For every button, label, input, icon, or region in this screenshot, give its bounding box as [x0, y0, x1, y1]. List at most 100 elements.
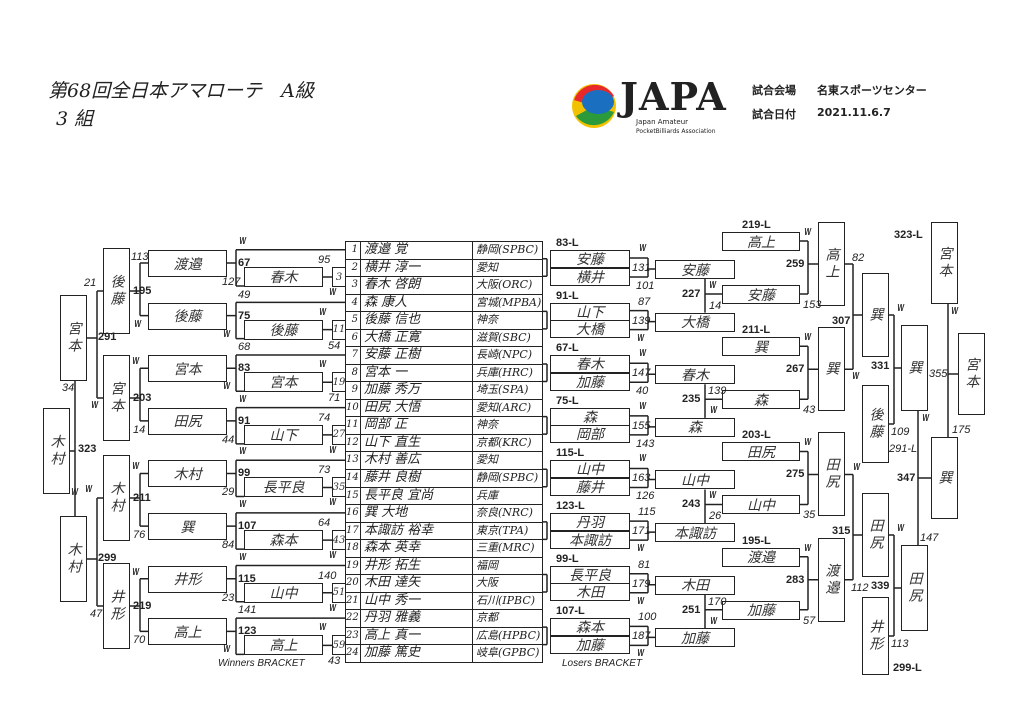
player-name: 岡部 正	[360, 416, 473, 435]
score-label: W	[223, 644, 231, 656]
logo-sub2: PocketBilliards Association	[636, 128, 716, 135]
score-label: W	[132, 566, 140, 578]
player-name: 横井 淳一	[360, 258, 473, 278]
match-number: 291	[98, 331, 117, 343]
player-name: 山中 秀一	[360, 591, 473, 611]
player-affiliation: 愛知	[472, 258, 543, 278]
match-number-box: 59	[332, 635, 346, 656]
loser-entry-box: 山中	[550, 460, 630, 479]
drop-header: 107-L	[556, 605, 585, 618]
match-number-box: 19	[332, 372, 346, 393]
score-label: 43	[328, 655, 341, 668]
score-label: 175	[952, 424, 971, 436]
losers-bracket-label: Losers BRACKET	[562, 658, 643, 669]
player-affiliation: 東京(TPA)	[472, 521, 543, 541]
r2-winner-box: 井形	[148, 565, 227, 593]
score-label: W	[637, 332, 645, 344]
player-number: 6	[345, 328, 361, 348]
date-value: 2021.11.6.7	[817, 106, 891, 119]
score-label: 95	[318, 254, 331, 266]
match-number: 171	[632, 525, 651, 538]
match-number: 331	[871, 360, 890, 372]
player-number: 11	[345, 416, 361, 435]
loser-entry-box: 本諏訪	[550, 530, 630, 549]
match-number: 83	[238, 362, 251, 375]
player-affiliation: 埼玉(SPA)	[472, 381, 543, 400]
score-label: W	[132, 461, 140, 473]
l4-winner-box: 巽	[862, 273, 889, 357]
l6-winner-box: 巽	[931, 437, 958, 519]
score-label: 143	[636, 437, 655, 450]
player-affiliation: 京都(KRC)	[472, 433, 543, 453]
score-label: 115	[638, 506, 656, 519]
player-name: 本諏訪 裕幸	[360, 521, 473, 541]
r1-winner-box: 後藤	[244, 319, 323, 340]
match-number: 99	[238, 467, 251, 480]
player-affiliation: 石川(IPBC)	[472, 591, 543, 611]
player-number: 19	[345, 556, 361, 576]
l5-winner-box: 巽	[901, 325, 928, 411]
r2-winner-box: 木村	[148, 460, 227, 488]
player-affiliation: 奈良(NRC)	[472, 504, 543, 523]
score-label: W	[639, 400, 647, 412]
l2-winner-box: 森	[722, 390, 800, 410]
player-number: 12	[345, 433, 361, 453]
score-label: W	[637, 595, 645, 607]
score-label: W	[639, 348, 647, 360]
score-label: W	[329, 287, 337, 298]
drop-in-box: 巽	[722, 337, 800, 357]
player-affiliation: 大阪	[472, 574, 543, 593]
r2-winner-box: 田尻	[148, 407, 227, 435]
match-number: 307	[832, 314, 851, 327]
score-label: W	[897, 523, 905, 534]
player-name: 加藤 篤史	[360, 644, 473, 663]
winners-bracket-label: Winners BRACKET	[218, 658, 305, 669]
player-name: 藤井 良樹	[360, 469, 473, 488]
l3-winner-box: 渡邉	[818, 537, 845, 622]
player-number: 24	[345, 644, 361, 663]
player-name: 加藤 秀万	[360, 381, 473, 400]
player-name: 大橋 正寛	[360, 328, 473, 348]
score-label: W	[897, 303, 905, 314]
score-label: W	[239, 236, 247, 247]
match-number: 259	[786, 258, 805, 270]
player-name: 春木 啓朗	[360, 276, 473, 295]
player-name: 森 康人	[360, 293, 473, 313]
score-label: W	[132, 356, 140, 368]
drop-header: 211-L	[742, 324, 771, 337]
player-number: 5	[345, 311, 361, 330]
player-number: 21	[345, 591, 361, 611]
score-label: 40	[636, 385, 649, 398]
match-number: 123	[238, 625, 257, 638]
l1-winner-box: 安藤	[655, 260, 735, 279]
player-number: 8	[345, 363, 361, 383]
r1-winner-box: 春木	[244, 267, 323, 287]
drop-in-box: 後藤	[862, 385, 889, 463]
r4-winner-box: 宮本	[60, 295, 87, 381]
score-label: W	[804, 542, 812, 554]
score-label: 21	[84, 277, 97, 289]
score-label: 139	[708, 385, 727, 398]
player-affiliation: 兵庫(HRC)	[472, 363, 543, 383]
score-label: 35	[803, 509, 816, 522]
drop-header: 91-L	[556, 289, 579, 302]
player-affiliation: 宮城(MPBA)	[472, 293, 543, 313]
l3-winner-box: 巽	[818, 327, 845, 412]
score-label: 147	[920, 532, 939, 544]
r3-winner-box: 井形	[103, 563, 130, 649]
score-label: 82	[852, 252, 865, 264]
score-label: 23	[222, 591, 235, 604]
l2-winner-box: 加藤	[722, 600, 800, 620]
l1-winner-box: 春木	[655, 365, 735, 385]
match-number: 67	[238, 257, 251, 269]
score-label: 87	[638, 295, 651, 308]
player-affiliation: 静岡(SPBC)	[472, 469, 543, 488]
loser-entry-box: 横井	[550, 267, 630, 286]
score-label: 153	[803, 299, 822, 311]
l1-winner-box: 森	[655, 417, 735, 437]
score-label: W	[239, 551, 247, 563]
loser-entry-box: 加藤	[550, 635, 630, 654]
player-number: 9	[345, 381, 361, 400]
l1-winner-box: 山中	[655, 470, 735, 490]
